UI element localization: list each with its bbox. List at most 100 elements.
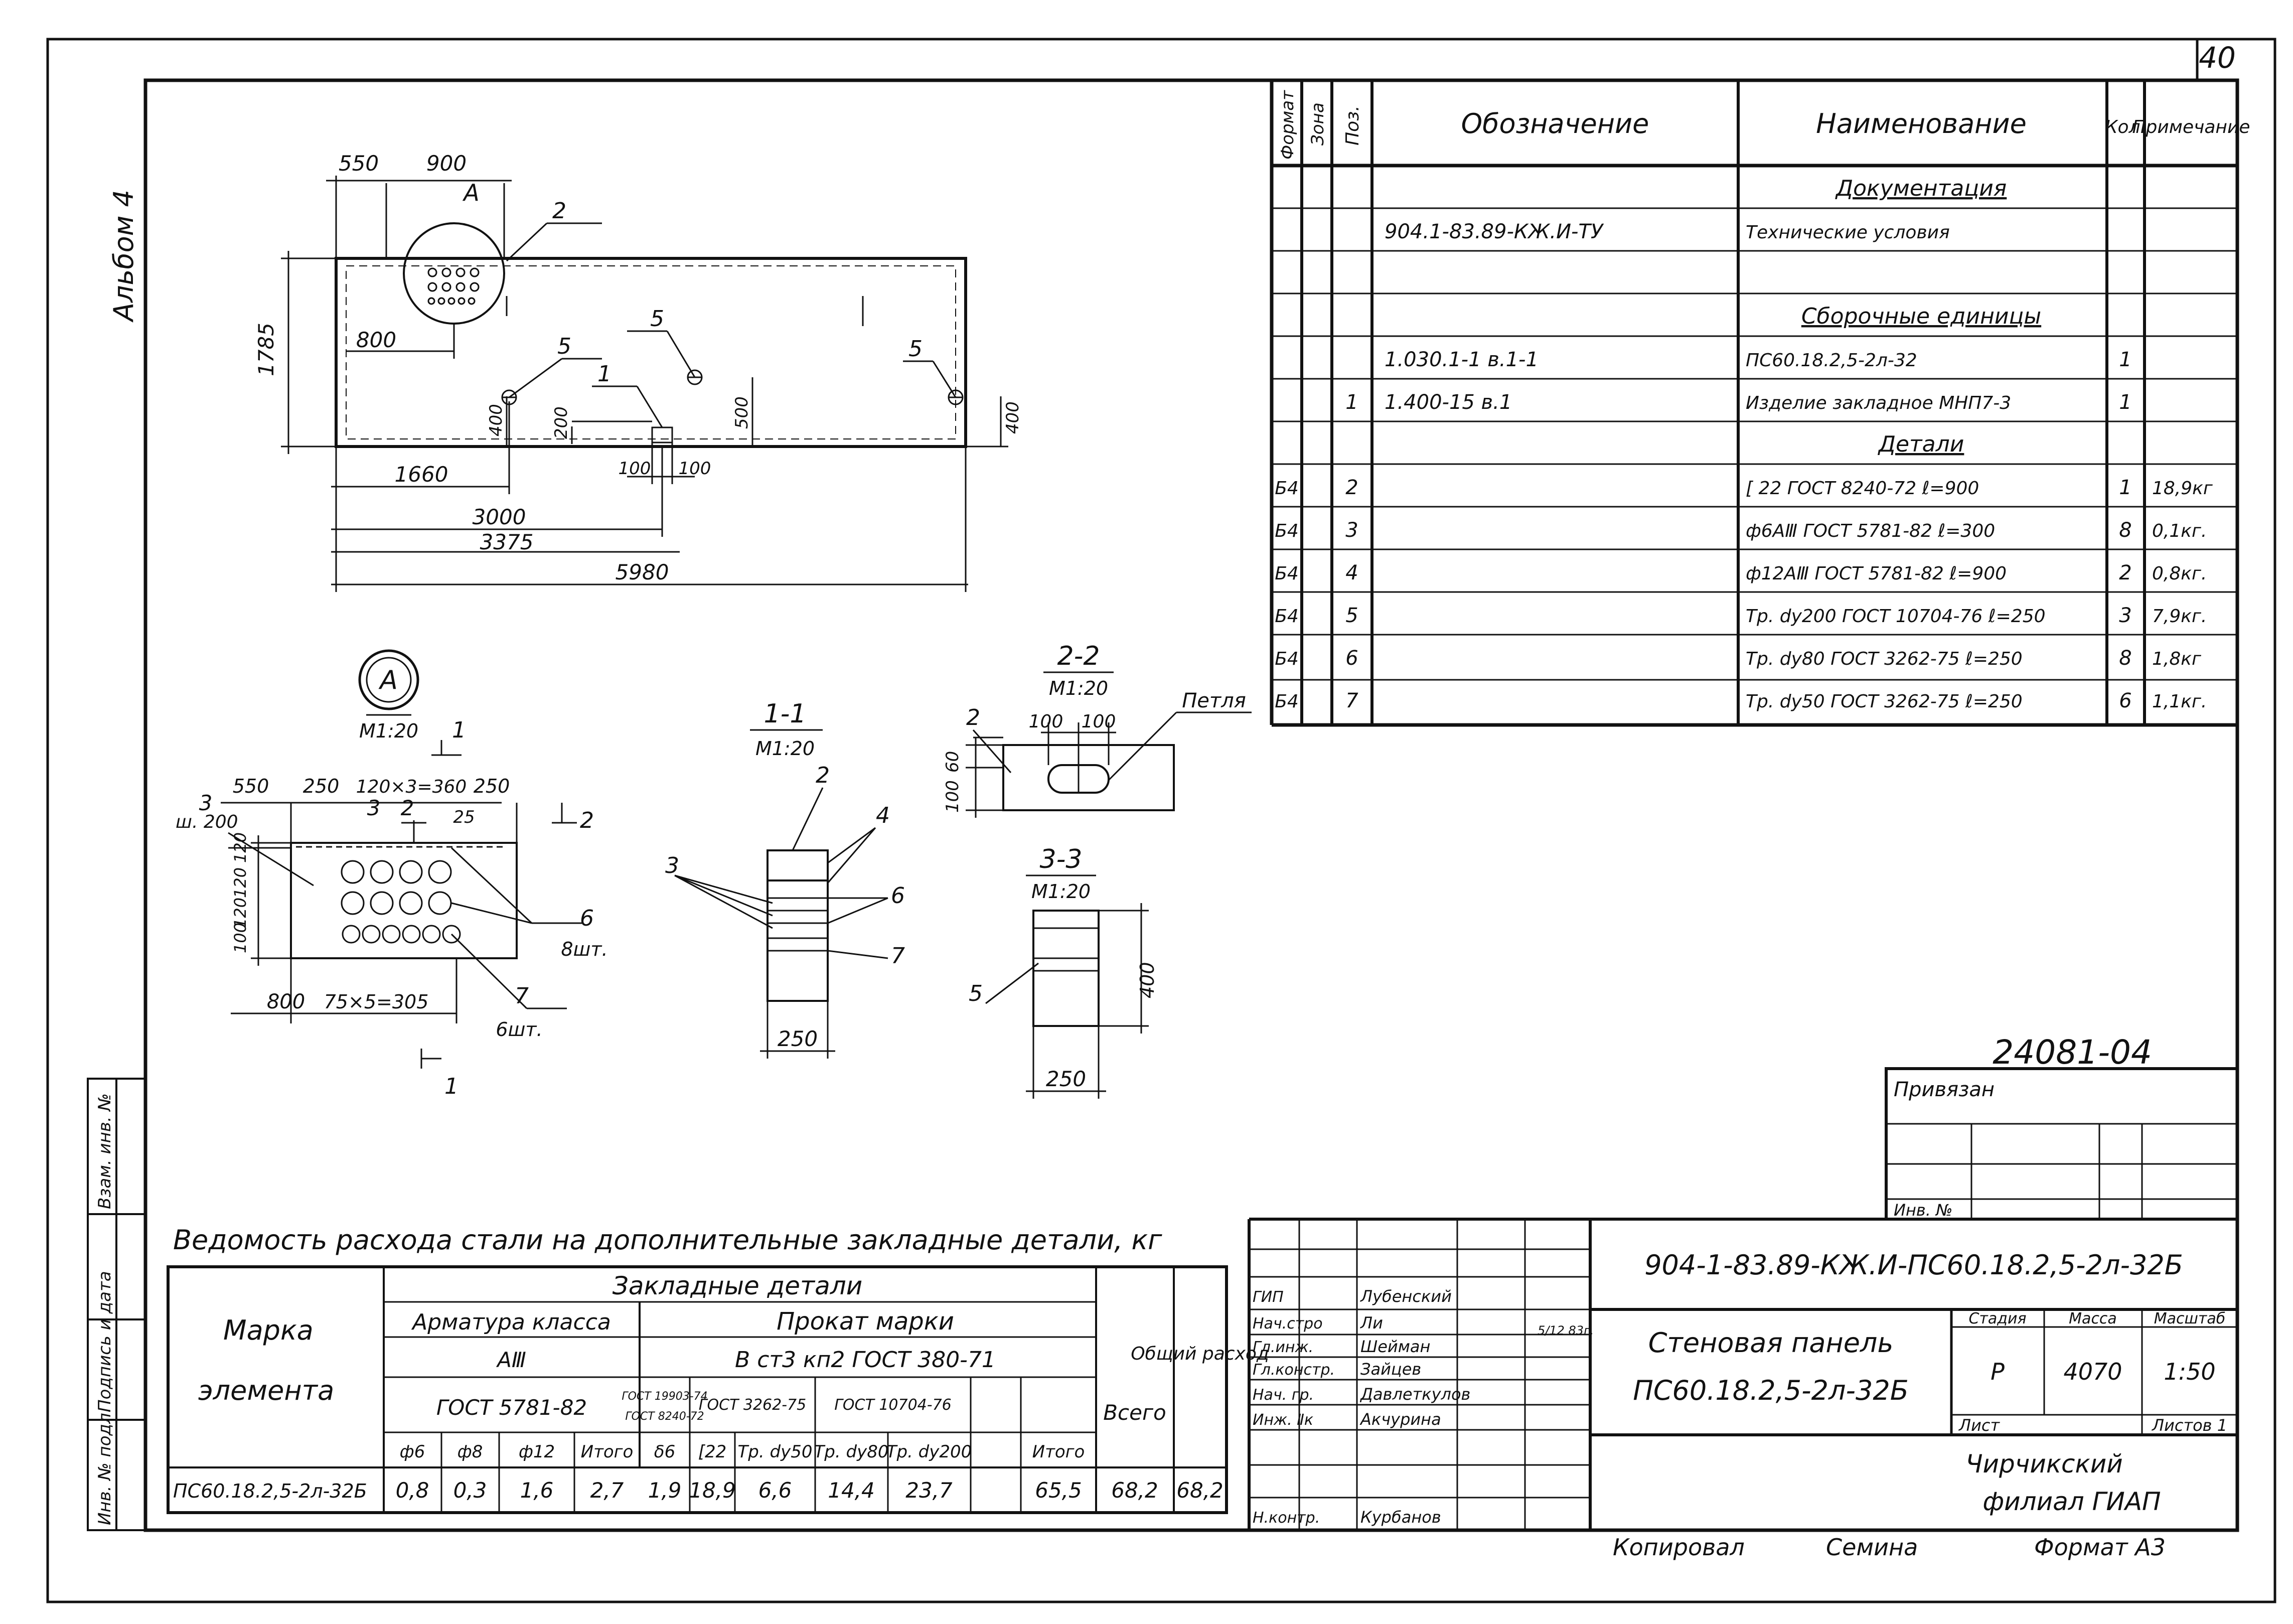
steel-h-gost10704: ГОСТ 10704-76 [834,1396,952,1414]
tb-h-scale: Масштаб [2154,1310,2226,1327]
steel-subheader: Итого [581,1442,634,1462]
plan-dim-900: 900 [426,151,467,176]
steel-row-value: 2,7 [590,1478,624,1503]
detail-a-dim-120b: 120 [231,867,250,898]
sheet-frame [46,38,2276,1603]
side-stamp-sign-date: Подпись и дата [95,1271,115,1412]
spec-header-pos: Поз. [1342,105,1363,145]
spec-cell-designation: 1.030.1-1 в.1-1 [1385,348,1539,371]
spec-header-zone: Зона [1308,102,1328,145]
spec-cell-name: ПС60.18.2,5-2л-32 [1746,350,1917,371]
steel-h-vsego: Всего [1103,1400,1166,1425]
spec-cell-note: 1,1кг. [2152,691,2207,712]
album-label: Альбом 4 [108,190,139,323]
tb-role: Нач.стро [1253,1315,1323,1333]
section-2-2-dim-100c: 100 [943,780,963,813]
tb-role: Гл.констр. [1253,1361,1335,1379]
steel-table-header: Марка элемента Закладные детали Арматура… [198,1271,1269,1425]
section-2-2-title: 2-2 [1057,641,1100,671]
spec-header-designation: Обозначение [1461,108,1649,139]
section-1-1 [674,729,888,1059]
plan-dim-5980: 5980 [616,560,669,584]
tb-sheet: Лист [1958,1416,2000,1435]
doc-number: 24081-04 [1993,1033,2152,1072]
plan-pos-5a: 5 [557,334,571,359]
steel-h-armatura: Арматура класса [411,1309,611,1335]
spec-cell-format: Б4 [1275,691,1299,712]
plan-dim-100a: 100 [619,459,651,479]
tb-name: Лубенский [1360,1287,1452,1306]
spec-cell-name: Тр. dy80 ГОСТ 3262-75 ℓ=250 [1746,649,2023,669]
detail-a-dim-250a: 250 [303,775,340,797]
spec-table-grid [1270,80,2237,727]
tb-role: ГИП [1253,1288,1284,1306]
steel-subheader: ф8 [457,1442,483,1462]
plan-dim-550: 550 [339,151,379,176]
spec-section-heading: Детали [1878,431,1964,457]
spec-cell-name: Изделие закладное МНП7-3 [1746,393,2011,413]
plan-pos-1: 1 [597,361,612,387]
section-3-3-title: 3-3 [1040,844,1083,874]
spec-cell-note: 7,9кг. [2152,606,2207,627]
steel-h-a3: АⅢ [496,1348,526,1372]
steel-table-title: Ведомость расхода стали на дополнительны… [173,1224,1162,1256]
detail-a-dim-250b: 250 [474,775,510,797]
spec-cell-qty: 1 [2119,476,2131,499]
spec-cell-pos: 2 [1345,476,1358,499]
detail-a-cut-1-bottom: 1 [444,1074,458,1099]
tb-org-line2: филиал ГИАП [1982,1487,2161,1516]
spec-cell-qty: 1 [2119,391,2131,414]
tb-scale: 1:50 [2164,1358,2215,1385]
detail-a-pos-3b: 3 [367,796,381,820]
section-2-2-dim-60: 60 [943,751,963,773]
section-3-3-pos-5: 5 [969,981,983,1006]
steel-subheader: Тр. dy80 [814,1442,889,1462]
panel-plan [281,176,1008,592]
section-1-1-pos-4: 4 [876,803,890,828]
spec-cell-name: Тр. dy200 ГОСТ 10704-76 ℓ=250 [1746,606,2046,627]
detail-a-scale: М1:20 [359,720,418,742]
tb-sheets: Листов 1 [2152,1416,2227,1435]
spec-cell-name: [ 22 ГОСТ 8240-72 ℓ=900 [1746,478,1979,499]
detail-a-dim-25: 25 [453,807,475,827]
steel-row-marka: ПС60.18.2,5-2л-32Б [173,1480,367,1502]
section-2-2-scale: М1:20 [1049,677,1108,699]
steel-subheader: [22 [698,1442,727,1462]
side-stamp-inv-orig: Инв. № подл. [95,1407,115,1525]
tb-stage: Р [1991,1358,2005,1385]
plan-pos-5c: 5 [908,336,923,362]
spec-cell-pos: 6 [1345,647,1358,670]
tb-h-stage: Стадия [1968,1310,2026,1327]
plan-dim-500: 500 [732,396,752,429]
privyazan-inv: Инв. № [1894,1201,1952,1220]
plan-dim-100b: 100 [679,459,711,479]
tb-name: Зайцев [1360,1360,1421,1379]
spec-cell-name: ф6АⅢ ГОСТ 5781-82 ℓ=300 [1746,521,1995,541]
title-block-grid [1248,1218,2237,1530]
spec-cell-format: Б4 [1275,563,1299,584]
bottom-name: Семина [1826,1534,1918,1561]
tb-title-line2: ПС60.18.2,5-2л-32Б [1633,1375,1909,1406]
steel-h-elementa: элемента [198,1375,334,1406]
section-2-2-pos-2: 2 [966,705,980,730]
plan-dim-400b: 400 [1003,401,1023,434]
spec-cell-pos: 7 [1345,689,1358,712]
bottom-format: Формат А3 [2034,1534,2166,1561]
detail-a-thickness: ш. 200 [176,812,238,832]
section-3-3 [985,874,1149,1099]
section-1-1-pos-2: 2 [816,763,830,788]
spec-cell-qty: 3 [2119,604,2131,627]
detail-a-dim-360: 120×3=360 [356,777,467,797]
detail-a-dim-100: 100 [231,923,250,953]
steel-subheader: ф12 [519,1442,555,1462]
detail-a-labels: A М1:20 550 250 120×3=360 250 ш. 200 120… [176,665,608,1099]
section-2-2-dim-100a: 100 [1029,711,1063,732]
tb-role: Нач. гр. [1253,1386,1314,1404]
steel-table-grid [167,1265,1228,1514]
tb-title-line1: Стеновая панель [1648,1327,1894,1359]
tb-doc-code: 904-1-83.89-КЖ.И-ПС60.18.2,5-2л-32Б [1644,1249,2183,1281]
steel-row-total: 68,2 [1176,1478,1224,1503]
spec-section-heading: Документация [1835,176,2007,201]
plan-dim-3000: 3000 [473,505,526,529]
